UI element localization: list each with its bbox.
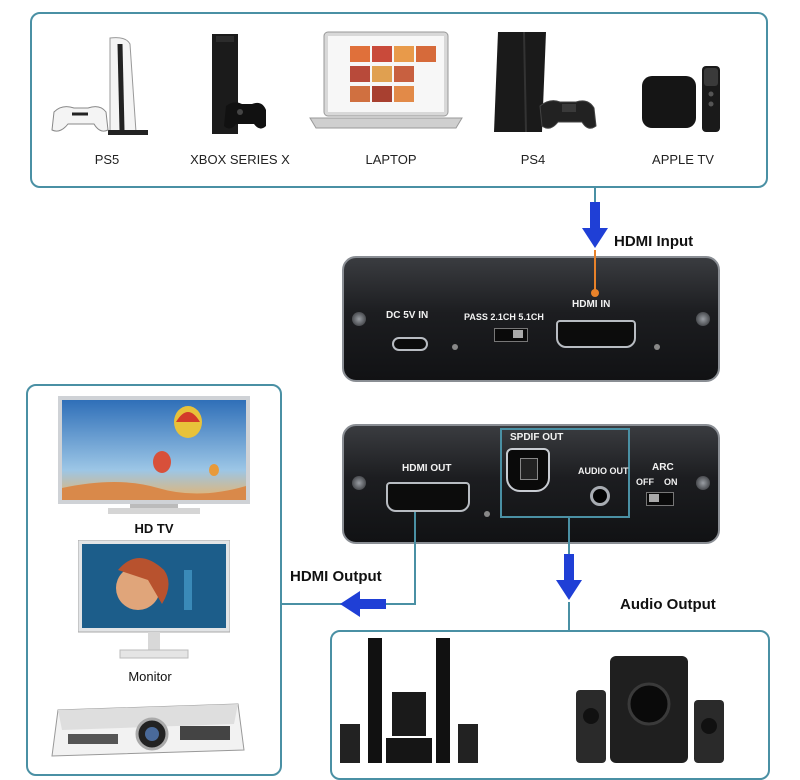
hdmi-output-label: HDMI Output (290, 568, 382, 585)
spdif-optical-port (506, 448, 550, 492)
audio-output-highlight-box (500, 428, 630, 518)
converter-front-panel (342, 256, 720, 382)
hdmi-out-connector-vertical (414, 512, 416, 604)
hdmi-out-label: HDMI OUT (402, 463, 452, 474)
arc-on-label: ON (664, 477, 678, 487)
ps4-console-icon (494, 31, 597, 133)
source-label-ps4: PS4 (520, 152, 546, 167)
ps5-console-icon (51, 37, 148, 135)
input-connector-line (594, 188, 596, 204)
hdmi-output-arrow-icon (340, 591, 386, 617)
hd-tv-icon (58, 396, 250, 514)
source-label-xbox: XBOX SERIES X (190, 152, 290, 167)
screw-icon (352, 476, 366, 490)
input-dot-line (594, 250, 596, 290)
screw-icon (352, 312, 366, 326)
computer-speakers-icon (576, 656, 724, 763)
screw-icon (696, 312, 710, 326)
screw-icon (696, 476, 710, 490)
audio-output-arrow-icon (556, 554, 582, 600)
audio-connector-line (568, 518, 570, 558)
led-indicator (654, 344, 660, 350)
dc-5v-label: DC 5V IN (386, 310, 429, 321)
audio-jack-port (590, 486, 610, 506)
led-indicator (484, 511, 490, 517)
source-label-ps5: PS5 (94, 152, 120, 167)
monitor-label: Monitor (128, 669, 172, 684)
pass-switch[interactable] (494, 328, 528, 342)
pass-switch-label: PASS 2.1CH 5.1CH (464, 312, 544, 322)
usb-c-port (392, 337, 428, 351)
home-theater-speaker-icon (340, 638, 478, 763)
hdmi-in-port (556, 320, 636, 348)
arc-switch[interactable] (646, 492, 674, 506)
led-indicator (452, 344, 458, 350)
arc-off-label: OFF (636, 477, 654, 487)
laptop-icon (309, 31, 463, 129)
monitor-icon (78, 540, 230, 659)
spdif-out-label: SPDIF OUT (510, 432, 564, 443)
audio-output-label: Audio Output (620, 596, 716, 613)
arc-label: ARC (652, 462, 674, 473)
audio-connector-line-lower (568, 602, 570, 630)
apple-tv-icon (642, 66, 720, 132)
hdmi-input-label: HDMI Input (614, 233, 694, 250)
hdmi-input-arrow-icon (582, 202, 608, 248)
input-dot-indicator (591, 289, 599, 297)
hdmi-out-port (386, 482, 470, 512)
source-label-apple-tv: APPLE TV (652, 152, 714, 167)
xbox-series-x-icon (212, 34, 266, 134)
projector-icon (51, 703, 245, 757)
audio-out-label: AUDIO OUT (578, 466, 629, 476)
source-label-laptop: LAPTOP (365, 152, 417, 167)
hd-tv-label: HD TV (134, 521, 174, 536)
hdmi-in-label: HDMI IN (572, 299, 611, 310)
